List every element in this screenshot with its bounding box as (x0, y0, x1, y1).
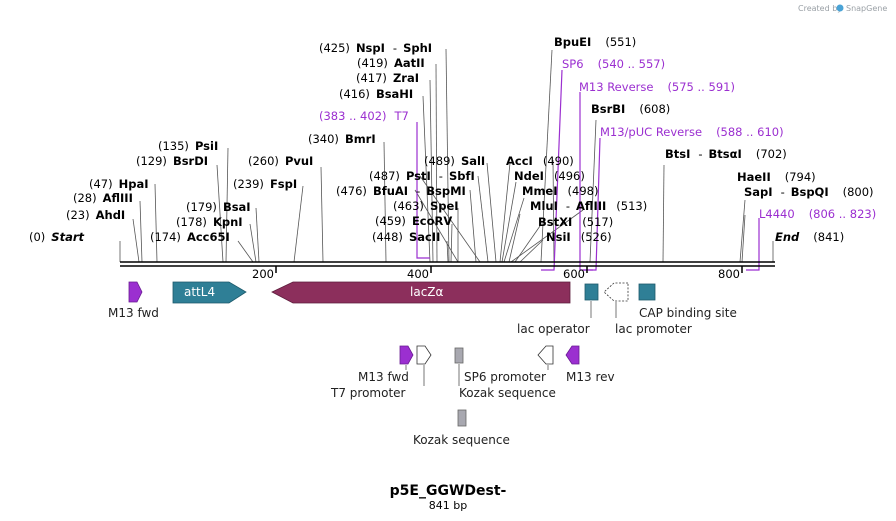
site-label: SapI-BspQI(800) (744, 185, 874, 199)
feature-label-kozak-1: Kozak sequence (459, 386, 556, 400)
feature-label-sp6-promoter: SP6 promoter (464, 370, 546, 384)
site-label: (489)SalI (424, 154, 485, 168)
site-label: (416)BsaHI (339, 87, 413, 101)
site-label: (459)EcoRV (375, 214, 452, 228)
site-label: (179)BsaI (186, 200, 251, 214)
map-title: p5E_GGWDest- (390, 483, 507, 499)
site-label: (419)AatII (357, 56, 425, 70)
primer-labels: (383 .. 402)T7 SP6(540 .. 557) M13 Rever… (319, 57, 876, 221)
lac-promoter-arrow (603, 282, 629, 302)
feature-label-kozak-2: Kozak sequence (413, 433, 510, 447)
credit-brand: SnapGene (846, 4, 887, 13)
site-label: (129)BsrDI (136, 154, 208, 168)
feature-track-1: M13 fwd attL4 lacZα lac operator lac pro… (108, 281, 737, 336)
site-label: MmeI(498) (522, 184, 598, 198)
site-label: (425)NspI-SphI (319, 41, 432, 55)
credit-text: Created by (798, 4, 842, 13)
primer-label: L4440(806 .. 823) (759, 207, 876, 221)
lacZa-arrow (271, 281, 571, 304)
feature-label-m13-fwd: M13 fwd (108, 306, 159, 320)
site-label: (448)SacII (372, 230, 440, 244)
site-label: (476)BfuAI-BspMI (336, 184, 466, 198)
site-label: End(841) (775, 230, 844, 244)
feature-track-2: M13 fwd T7 promoter SP6 promoter Kozak s… (330, 345, 615, 400)
site-label: AccI(490) (506, 154, 574, 168)
feature-label-m13-fwd-mid: M13 fwd (358, 370, 409, 384)
site-label: (135)PsiI (158, 139, 218, 153)
site-label: (417)ZraI (356, 71, 419, 85)
feature-label-m13-rev: M13 rev (566, 370, 615, 384)
kozak-box (454, 347, 464, 364)
feature-track-3: Kozak sequence (413, 409, 510, 447)
site-label: (178)KpnI (176, 215, 243, 229)
site-label: (28)AflIII (73, 191, 133, 205)
site-label: NdeI(496) (514, 169, 585, 183)
restriction-site-labels: (0)Start (23)AhdI (28)AflIII (47)HpaI (1… (29, 35, 874, 244)
primer-label: SP6(540 .. 557) (562, 57, 665, 71)
site-label: (340)BmrI (308, 132, 376, 146)
dna-backbone (120, 261, 775, 267)
attL4-arrow (172, 281, 247, 304)
cap-binding-site-box (638, 283, 656, 301)
m13-fwd-arrow (128, 281, 143, 303)
site-pointer-lines (119, 48, 774, 263)
site-label: BtsI-BtsαI(702) (665, 147, 787, 161)
primer-label: M13 Reverse(575 .. 591) (579, 80, 735, 94)
feature-label-lac-operator: lac operator (517, 322, 590, 336)
primer-label: (383 .. 402)T7 (319, 109, 409, 123)
ruler-label-200: 200 (252, 267, 274, 281)
site-label: (239)FspI (233, 177, 297, 191)
site-label: (0)Start (29, 230, 85, 244)
snapgene-logo-icon (836, 4, 844, 12)
ruler: 200 400 600 800 (252, 266, 743, 281)
ruler-label-600: 600 (563, 267, 585, 281)
lac-operator-box (584, 283, 599, 301)
site-label: BstXI(517) (538, 215, 613, 229)
primer-label: M13/pUC Reverse(588 .. 610) (600, 125, 784, 139)
feature-label-t7-promoter: T7 promoter (330, 386, 406, 400)
kozak-box-2 (457, 409, 467, 427)
m13-fwd-mid-arrow (399, 345, 414, 365)
feature-label-lac-promoter: lac promoter (615, 322, 692, 336)
site-label: BsrBI(608) (591, 102, 670, 116)
sp6-promoter-arrow (537, 345, 554, 365)
feature-label-cap-binding-site: CAP binding site (639, 306, 737, 320)
site-label: MluI-AflIII(513) (530, 199, 647, 213)
primer-lines (416, 69, 760, 271)
site-label: BpuEI(551) (554, 35, 636, 49)
t7-promoter-arrow (416, 345, 432, 365)
ruler-label-400: 400 (407, 267, 429, 281)
feature-label-lacZa: lacZα (410, 285, 444, 299)
site-label: (463)SpeI (393, 199, 459, 213)
feature-label-attL4: attL4 (184, 285, 215, 299)
site-label: NsiI(526) (546, 230, 612, 244)
ruler-label-800: 800 (718, 267, 740, 281)
site-label: (487)PstI-SbfI (369, 169, 475, 183)
site-label: (174)Acc65I (150, 230, 230, 244)
m13-rev-arrow (565, 345, 580, 365)
site-label: HaeII(794) (737, 170, 816, 184)
site-label: (23)AhdI (66, 208, 125, 222)
map-subtitle: 841 bp (429, 499, 467, 512)
site-label: (260)PvuI (248, 154, 313, 168)
site-label: (47)HpaI (89, 177, 149, 191)
